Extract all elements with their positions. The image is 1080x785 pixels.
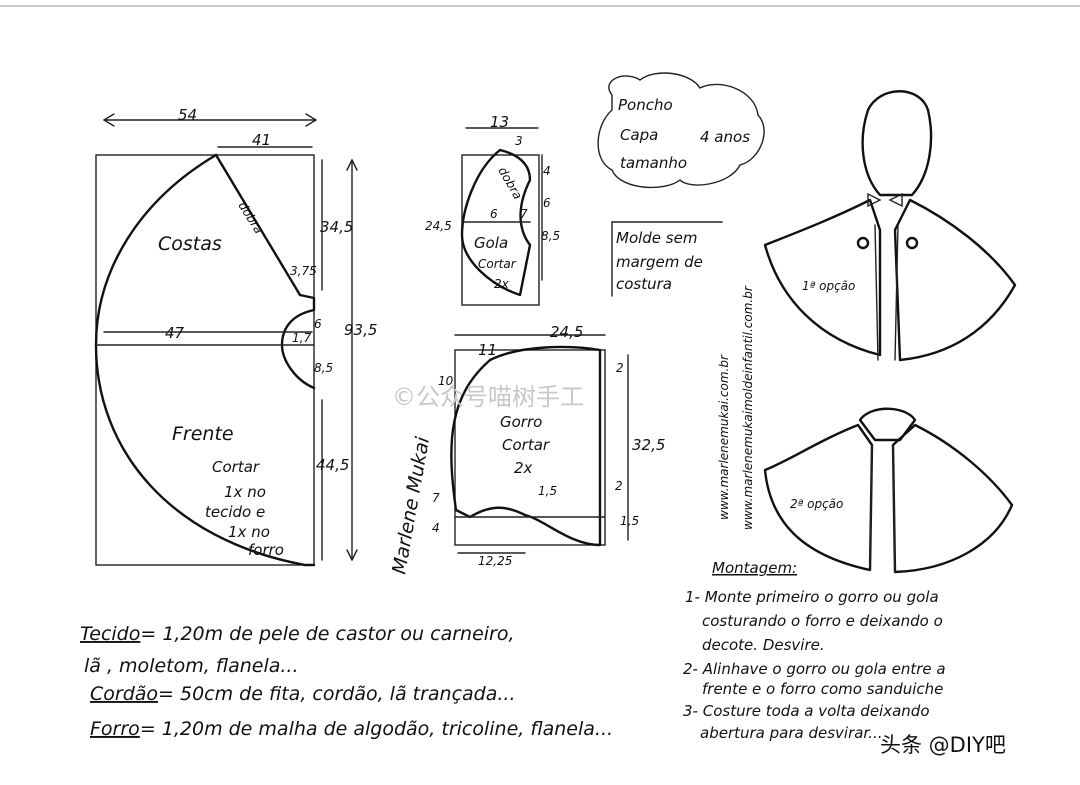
molde-line-3: costura — [616, 275, 672, 293]
arrowheads — [103, 113, 317, 127]
hood-dim-15b: 1,5 — [620, 514, 639, 528]
assembly-title: Montagem: — [712, 559, 797, 577]
cape2-front-opening — [869, 444, 896, 573]
materials-list: Tecido= 1,20m de pele de castor ou carne… — [80, 623, 613, 740]
hem-curve — [94, 153, 307, 567]
back-fold-label: dobra — [235, 199, 265, 236]
front-instr-2: 1x no — [224, 483, 266, 501]
hood-dim-15a: 1,5 — [538, 484, 557, 498]
cape2-right — [891, 423, 1014, 574]
assembly-step-2: 2- Alinhave o gorro ou gola entre a — [683, 660, 946, 678]
molde-line-2: margem de — [616, 253, 703, 271]
option-1-label: 1ª opção — [802, 279, 855, 293]
credit-label: 头条 @DIY吧 — [880, 733, 1006, 757]
watermark: ©公众号喵树手工 — [392, 383, 584, 411]
hood-dim-10: 10 — [438, 374, 454, 388]
dim-6: 6 — [314, 317, 322, 331]
material-1: Tecido= 1,20m de pele de castor ou carne… — [80, 623, 515, 645]
back-label: Costas — [158, 233, 222, 255]
collar-dim-7: 7 — [520, 207, 528, 221]
hood-dim-2: 2 — [616, 361, 624, 375]
front-instr-1: Cortar — [212, 458, 260, 476]
material-4: Forro= 1,20m de malha de algodão, tricol… — [90, 718, 613, 740]
assembly-step-3b: abertura para desvirar... — [700, 724, 883, 742]
collar-dim-3: 3 — [515, 134, 523, 148]
hood-dim-245: 24,5 — [550, 323, 583, 341]
assembly-step-1b: costurando o forro e deixando o — [702, 612, 943, 630]
front-instr-5: forro — [248, 541, 284, 559]
collar-label-1: Gola — [474, 234, 508, 252]
hood-dim-11: 11 — [478, 341, 497, 359]
collar-outline — [460, 148, 532, 297]
front-instr-3: tecido e — [205, 503, 265, 521]
dim-47: 47 — [165, 324, 185, 342]
front-instr-4: 1x no — [228, 523, 270, 541]
hood-piece — [450, 334, 629, 554]
collar-dim-13: 13 — [490, 113, 509, 131]
hood-dim-7: 7 — [432, 491, 440, 505]
fold-line — [214, 153, 302, 297]
cape-option-2-illustration — [763, 407, 1014, 574]
collar-dim-6: 6 — [490, 207, 498, 221]
dim-54: 54 — [178, 106, 197, 124]
title-line-3: tamanho — [620, 154, 687, 172]
title-size: 4 anos — [700, 128, 750, 146]
hood-dim-4: 4 — [432, 521, 440, 535]
cape-body-piece — [94, 113, 358, 567]
website-2: www.marlenemukaimoldeinfantil.com.br — [741, 285, 755, 530]
assembly-step-2b: frente e o forro como sanduiche — [702, 680, 943, 698]
molde-line-1: Molde sem — [616, 229, 697, 247]
title-line-1: Poncho — [618, 96, 673, 114]
hood-label-1: Gorro — [500, 413, 542, 431]
dim-345: 34,5 — [320, 218, 353, 236]
hood-dim-1225: 12,25 — [478, 554, 512, 568]
title-cloud — [597, 72, 765, 189]
signature: Marlene Mukai — [388, 435, 434, 576]
collar-fold-label: dobra — [495, 165, 525, 202]
collar-shape — [858, 407, 917, 442]
dim-445: 44,5 — [316, 456, 349, 474]
assembly-step-1c: decote. Desvire. — [702, 636, 825, 654]
hood-dim-325: 32,5 — [632, 436, 665, 454]
collar-label-2: Cortar — [478, 257, 517, 271]
dim-935: 93,5 — [344, 321, 377, 339]
dim-17: 1,7 — [292, 331, 311, 345]
option-2-label: 2ª opção — [790, 497, 843, 511]
material-3: Cordão= 50cm de fita, cordão, lã trançad… — [90, 683, 516, 705]
collar-dim-245: 24,5 — [425, 219, 452, 233]
assembly-steps: Montagem: 1- Monte primeiro o gorro ou g… — [683, 559, 946, 742]
cape-front-opening — [874, 224, 899, 361]
collar-piece — [460, 127, 543, 306]
dim-41: 41 — [252, 131, 271, 149]
cape-right — [893, 198, 1017, 362]
collar-dim-85: 8,5 — [541, 229, 560, 243]
collar-dim-6b: 6 — [543, 196, 551, 210]
hood-shape — [861, 90, 933, 197]
cape2-left — [763, 423, 874, 572]
hood-label-3: 2x — [514, 459, 533, 477]
website-1: www.marlenemukai.com.br — [717, 354, 731, 520]
hood-label-2: Cortar — [502, 436, 550, 454]
tassel-left — [856, 236, 870, 250]
cape-option-1-illustration — [763, 90, 1017, 362]
title-line-2: Capa — [620, 126, 658, 144]
assembly-step-3: 3- Costure toda a volta deixando — [683, 702, 930, 720]
hood-outline — [450, 345, 602, 547]
front-label: Frente — [172, 423, 234, 445]
cape-left — [763, 198, 882, 357]
collar-dim-4: 4 — [543, 164, 551, 178]
assembly-step-1: 1- Monte primeiro o gorro ou gola — [685, 588, 939, 606]
collar-label-3: 2x — [494, 277, 510, 291]
tassel-right — [905, 236, 919, 250]
arrowheads-v — [346, 159, 358, 561]
dim-375: 3,75 — [290, 264, 317, 278]
dim-85: 8,5 — [314, 361, 333, 375]
bow-icon — [867, 192, 903, 208]
hood-dim-2b: 2 — [615, 479, 623, 493]
material-2: lã , moletom, flanela... — [84, 655, 299, 677]
